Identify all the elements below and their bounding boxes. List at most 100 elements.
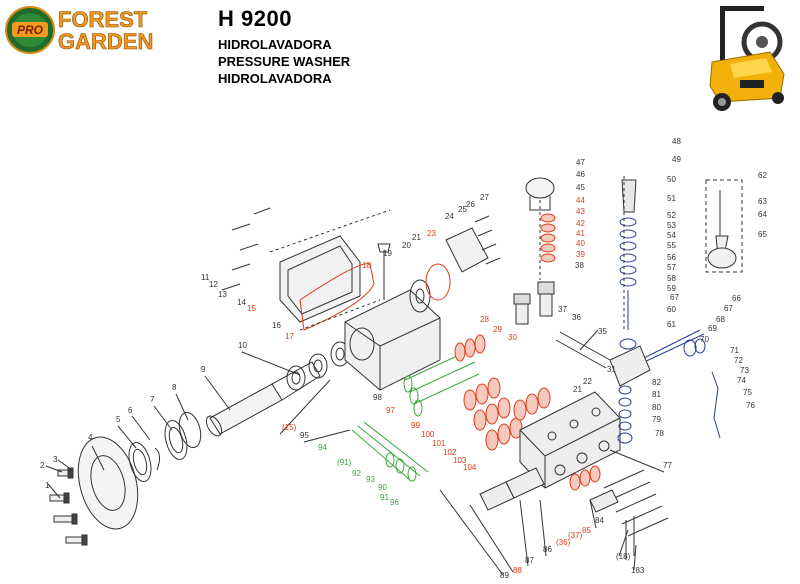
part-label-black: 98 [373, 393, 382, 402]
part-label-black: 5 [116, 415, 121, 424]
part-label-red: 41 [576, 229, 585, 238]
manifold-bolts [603, 469, 669, 560]
part-label-black: 59 [667, 284, 676, 293]
part-label-red: 100 [421, 430, 435, 439]
part-label-black: 72 [734, 356, 743, 365]
part-label-black: 68 [716, 315, 725, 324]
part-label-black: 84 [595, 516, 604, 525]
part-label-red: 85 [582, 526, 591, 535]
part-label-red: 42 [576, 219, 585, 228]
part-label-black: 82 [652, 378, 661, 387]
part-label-black: 4 [88, 433, 93, 442]
part-label-black: 1 [45, 481, 50, 490]
part-label-black: 21 [412, 233, 421, 242]
part-label-red: 102 [443, 448, 457, 457]
pressure-gauge [525, 177, 555, 199]
part-label-red: 101 [432, 439, 446, 448]
logo-word-forest: FOREST [58, 7, 148, 32]
part-label-red: 97 [386, 406, 395, 415]
part-label-red: 23 [427, 229, 436, 238]
part-label-black: 79 [652, 415, 661, 424]
part-label-black: 67 [670, 293, 679, 302]
part-label-black: 37 [558, 305, 567, 314]
part-label-red: (15) [282, 423, 297, 432]
part-label-black: 95 [300, 431, 309, 440]
part-label-green: 93 [366, 475, 375, 484]
part-label-red: 29 [493, 325, 502, 334]
side-cover [445, 227, 489, 273]
part-label-black: 6 [128, 406, 133, 415]
part-label-black: 38 [575, 261, 584, 270]
part-label-black: 16 [272, 321, 281, 330]
part-label-green: 91 [380, 493, 389, 502]
part-label-black: 13 [218, 290, 227, 299]
part-label-black: 58 [667, 274, 676, 283]
part-label-black: 57 [667, 263, 676, 272]
part-label-black: 80 [652, 403, 661, 412]
part-label-black: 53 [667, 221, 676, 230]
connecting-rods [286, 341, 350, 391]
part-label-red: 40 [576, 239, 585, 248]
forest-garden-logo: PRO FOREST GARDEN [5, 6, 154, 54]
part-label-black: 46 [576, 170, 585, 179]
part-label-black: 56 [667, 253, 676, 262]
part-label-green: (91) [337, 458, 352, 467]
part-label-black: 63 [758, 197, 767, 206]
part-label-black: 47 [576, 158, 585, 167]
part-label-green: 96 [390, 498, 399, 507]
part-label-black: 3 [53, 455, 58, 464]
part-label-black: 86 [543, 545, 552, 554]
part-label-red: 44 [576, 196, 585, 205]
part-label-black: 21 [573, 385, 582, 394]
unloader-valve [617, 179, 721, 444]
part-label-green: 90 [378, 483, 387, 492]
model-number: H 9200 [218, 6, 292, 31]
part-label-black: 45 [576, 183, 585, 192]
part-label-black: 74 [737, 376, 746, 385]
part-label-black: 54 [667, 231, 676, 240]
valve-cartridges [513, 281, 555, 325]
part-label-black: 71 [730, 346, 739, 355]
part-label-black: 61 [667, 320, 676, 329]
part-label-red: 104 [463, 463, 477, 472]
part-label-red: 30 [508, 333, 517, 342]
part-label-red: 43 [576, 207, 585, 216]
part-label-green: 94 [318, 443, 327, 452]
part-label-black: 11 [201, 273, 210, 282]
flange-bolts [49, 467, 88, 546]
part-label-black: 75 [743, 388, 752, 397]
part-label-black: 2 [40, 461, 45, 470]
logo-badge [12, 22, 48, 37]
part-label-red: 99 [411, 421, 420, 430]
unloader-body [609, 345, 651, 387]
part-label-black: 62 [758, 171, 767, 180]
part-label-black: 48 [672, 137, 681, 146]
part-label-black: 81 [652, 390, 661, 399]
part-label-black: 22 [583, 377, 592, 386]
part-label-black: 27 [480, 193, 489, 202]
seal-kit [454, 213, 601, 491]
part-label-black: 73 [740, 366, 749, 375]
part-label-black: 51 [667, 194, 676, 203]
part-label-red: 103 [453, 456, 467, 465]
part-label-black: 8 [172, 383, 177, 392]
part-label-black: 66 [732, 294, 741, 303]
description-line-2: PRESSURE WASHER [218, 54, 351, 69]
part-label-black: 31 [607, 365, 616, 374]
part-label-black: 10 [238, 341, 247, 350]
part-label-red: (37) [568, 531, 583, 540]
part-label-black: 19 [383, 249, 392, 258]
part-label-black: 65 [758, 230, 767, 239]
part-label-black: 55 [667, 241, 676, 250]
part-label-black: 49 [672, 155, 681, 164]
part-label-black: 25 [458, 205, 467, 214]
part-label-black: 20 [402, 241, 411, 250]
part-label-red: 17 [285, 332, 294, 341]
logo-badge-text: PRO [17, 23, 44, 37]
pressure-washer-product-image [709, 6, 785, 111]
part-label-red: 18 [362, 261, 371, 270]
part-label-black: 12 [209, 280, 218, 289]
part-label-red: 39 [576, 250, 585, 259]
part-label-red: 88 [513, 566, 522, 575]
